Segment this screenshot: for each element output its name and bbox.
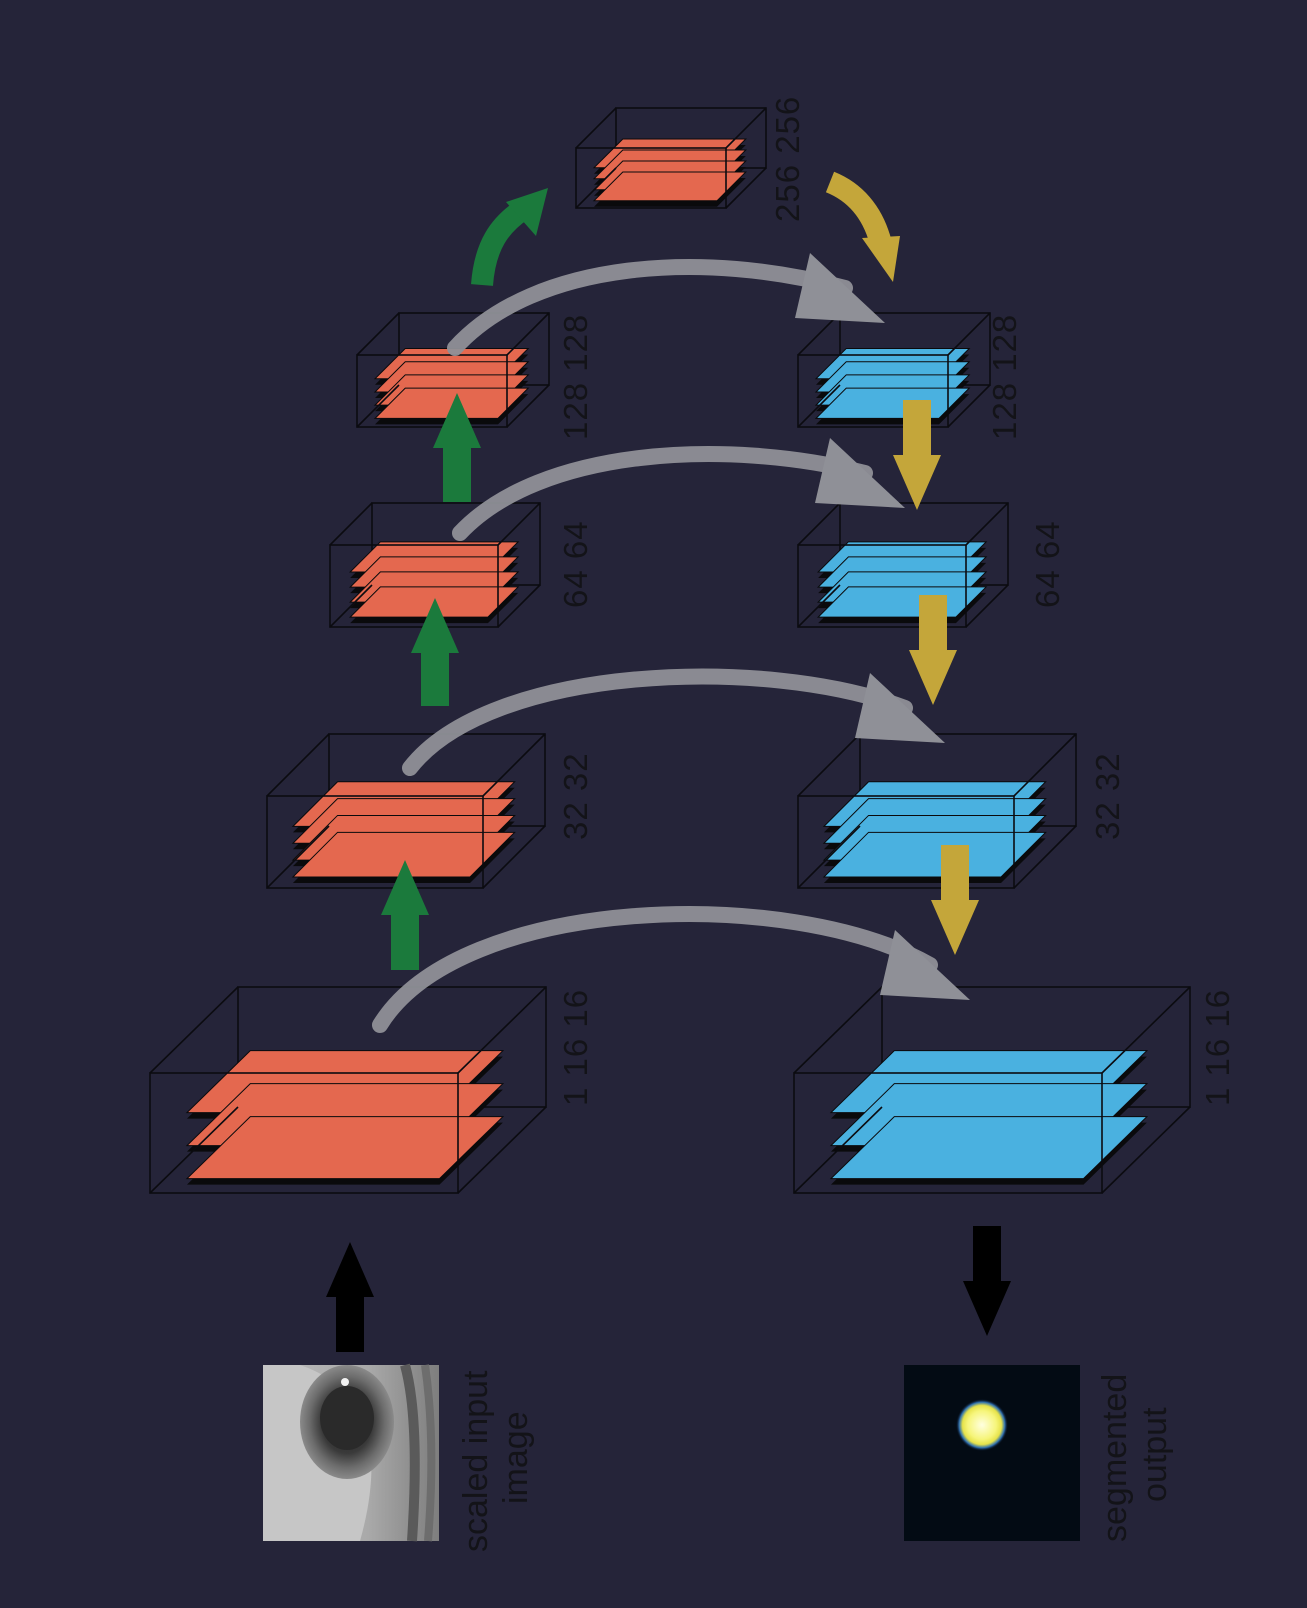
decoder-block-4 xyxy=(793,986,1191,1194)
pupil-mask-icon xyxy=(956,1399,1008,1451)
output-caption: segmented output xyxy=(1095,1374,1175,1542)
skip-arrowhead-3 xyxy=(815,438,905,508)
label-enc-2: 32 32 xyxy=(557,752,594,840)
decoder-block-2-plane xyxy=(816,586,988,618)
encoder-arrowhead-4 xyxy=(506,188,548,236)
encoder-block-1-edge xyxy=(457,1106,547,1194)
decoder-arrow-2 xyxy=(893,400,941,510)
bottleneck-block-plane xyxy=(592,171,748,202)
layer-blocks xyxy=(149,107,1191,1194)
label-dec-3: 32 32 xyxy=(1089,752,1126,840)
input-arrow xyxy=(326,1242,374,1352)
decoder-block-4-edge xyxy=(1101,986,1191,1074)
skip-arrowhead-1 xyxy=(880,930,970,1000)
decoder-block-1-front xyxy=(797,354,949,428)
eye-photo-icon xyxy=(263,1363,436,1542)
encoder-arrow-3 xyxy=(433,393,481,502)
pathway-arrows xyxy=(326,171,1011,1352)
decoder-block-1 xyxy=(797,312,991,428)
encoder-arrow-4 xyxy=(471,200,529,287)
encoder-block-3-edge xyxy=(497,584,541,628)
decoder-block-1-edge xyxy=(947,384,991,428)
encoder-block-4-front xyxy=(356,354,508,428)
encoder-block-2-front xyxy=(266,795,484,889)
encoder-block-1-edge xyxy=(457,986,547,1074)
decoder-block-3-edge xyxy=(797,825,861,889)
bottleneck-block-front xyxy=(575,147,727,209)
encoder-block-2-edge xyxy=(266,733,330,797)
encoder-block-2-edge xyxy=(266,825,330,889)
bottleneck-block-edge xyxy=(725,167,767,209)
encoder-block-1-edge xyxy=(149,986,239,1074)
encoder-arrow-2 xyxy=(411,598,459,706)
encoder-block-3-front xyxy=(329,544,499,628)
decoder-block-2-edge xyxy=(965,584,1009,628)
decoder-arrow-1 xyxy=(825,171,891,244)
skip-arrow-1 xyxy=(372,906,938,1033)
label-enc-3: 64 64 xyxy=(557,520,594,608)
decoder-block-1-edge xyxy=(797,384,841,428)
label-enc-4: 128 128 xyxy=(557,313,594,440)
decoder-arrowhead-1 xyxy=(862,236,900,282)
encoder-block-2 xyxy=(266,733,546,889)
encoder-block-3-edge xyxy=(329,584,373,628)
encoder-block-4-edge xyxy=(506,384,550,428)
skip-connections xyxy=(372,253,970,1033)
label-enc-1: 1 16 16 xyxy=(557,988,594,1106)
decoder-block-4-edge xyxy=(793,1106,883,1194)
decoder-block-1-edge xyxy=(947,312,991,356)
output-arrow xyxy=(963,1226,1011,1336)
encoder-block-1-edge xyxy=(149,1106,239,1194)
input-caption: scaled input image xyxy=(456,1371,536,1552)
decoder-block-4-plane xyxy=(829,1116,1149,1180)
decoder-arrow-4 xyxy=(931,845,979,955)
decoder-block-2-front xyxy=(797,544,967,628)
skip-arrow-4 xyxy=(447,259,853,356)
skip-arrowhead-2 xyxy=(855,673,945,743)
label-dec-4: 1 16 16 xyxy=(1199,988,1236,1106)
label-dec-1: 128 128 xyxy=(986,313,1023,440)
decoder-block-4-edge xyxy=(793,986,883,1074)
encoder-arrow-1 xyxy=(381,860,429,970)
decoder-block-2-edge xyxy=(965,502,1009,546)
encoder-block-4 xyxy=(356,312,550,428)
input-image xyxy=(263,1363,439,1542)
input-caption-line1: scaled input xyxy=(457,1370,495,1552)
encoder-block-2-edge xyxy=(482,733,546,797)
skip-arrow-3 xyxy=(452,446,873,541)
bottleneck-block xyxy=(575,107,767,209)
encoder-block-3-edge xyxy=(497,502,541,546)
input-caption-line2: image xyxy=(497,1411,535,1504)
encoder-block-4-edge xyxy=(356,312,400,356)
decoder-block-2-edge xyxy=(797,584,841,628)
decoder-block-3 xyxy=(797,733,1077,889)
encoder-block-1-plane xyxy=(185,1116,505,1180)
output-image xyxy=(904,1365,1080,1541)
decoder-block-2 xyxy=(797,502,1009,628)
decoder-arrow-3 xyxy=(909,595,957,705)
encoder-block-3-edge xyxy=(329,502,373,546)
output-caption-line2: output xyxy=(1136,1407,1174,1502)
decoder-block-3-edge xyxy=(797,733,861,797)
label-bottleneck: 256 256 xyxy=(769,95,806,222)
bottleneck-block-edge xyxy=(725,107,767,149)
decoder-block-4-edge xyxy=(1101,1106,1191,1194)
bottleneck-block-edge xyxy=(575,167,617,209)
encoder-block-1 xyxy=(149,986,547,1194)
encoder-block-1-front xyxy=(149,1072,459,1194)
encoder-block-4-edge xyxy=(356,384,400,428)
decoder-block-4-front xyxy=(793,1072,1103,1194)
encoder-block-4-edge xyxy=(506,312,550,356)
skip-arrowhead-4 xyxy=(795,253,885,323)
decoder-block-3-front xyxy=(797,795,1015,889)
decoder-block-2-edge xyxy=(797,502,841,546)
bottleneck-block-edge xyxy=(575,107,617,149)
skip-arrow-2 xyxy=(402,668,913,776)
output-caption-line1: segmented xyxy=(1096,1373,1134,1542)
label-dec-2: 64 64 xyxy=(1029,520,1066,608)
decoder-block-3-edge xyxy=(1013,825,1077,889)
encoder-block-2-edge xyxy=(482,825,546,889)
decoder-block-3-edge xyxy=(1013,733,1077,797)
